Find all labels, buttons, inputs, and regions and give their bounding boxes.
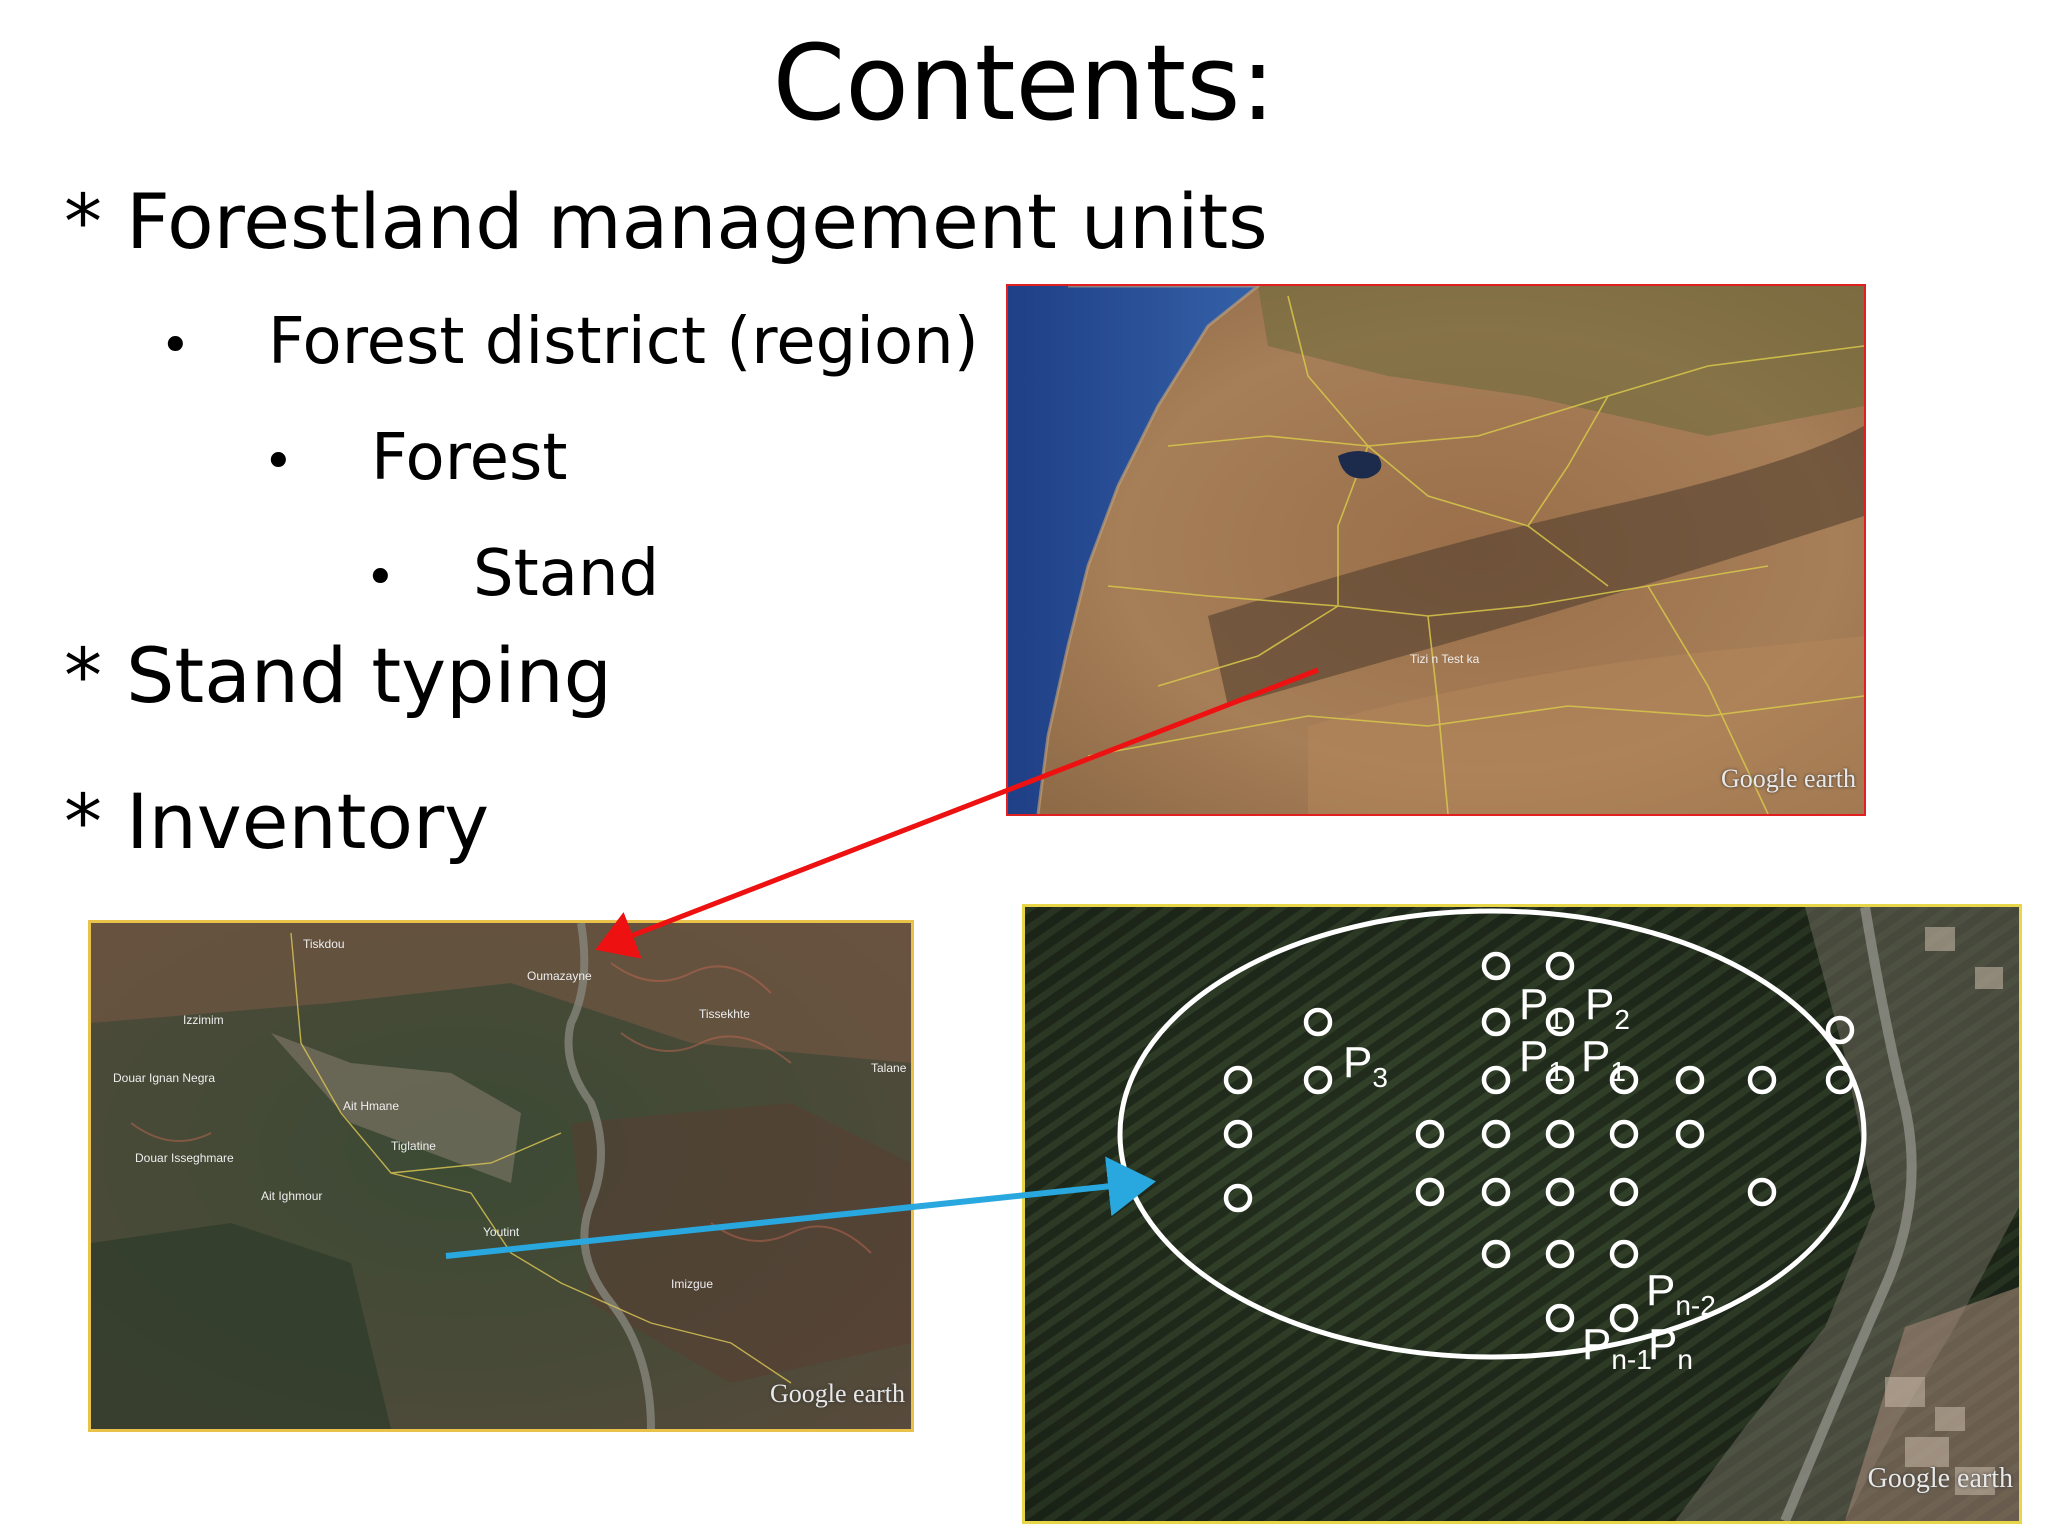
- sample-plot-circle: [1415, 1177, 1445, 1207]
- subitem-label: Forest: [371, 421, 568, 495]
- forest-label: Imizgue: [671, 1277, 714, 1291]
- plot-label: Pn-2: [1646, 1266, 1716, 1322]
- plot-label-main: P: [1519, 1032, 1549, 1081]
- outline-item-management-units: * Forestland management units: [64, 177, 1268, 266]
- forest-label: Tiskdou: [303, 937, 345, 951]
- sample-plot-circle: [1545, 1239, 1575, 1269]
- plot-label-main: P: [1582, 1320, 1612, 1369]
- forest-label: Ait Ighmour: [261, 1189, 323, 1203]
- sample-plot-circle: [1545, 951, 1575, 981]
- subitem-label: Forest district (region): [268, 305, 979, 379]
- sample-plot-circle: [1481, 1007, 1511, 1037]
- outline-subitem-stand: • Stand: [365, 534, 659, 618]
- bullet: •: [263, 432, 294, 492]
- sample-plot-circle: [1481, 1177, 1511, 1207]
- forest-satellite-map: Tiskdou Tissekhte Izzimim Oumazayne Doua…: [88, 920, 914, 1432]
- bullet: •: [365, 548, 396, 608]
- plot-label-main: P: [1585, 980, 1615, 1029]
- sample-plot-circle: [1747, 1065, 1777, 1095]
- sample-plot-circle: [1481, 1239, 1511, 1269]
- forest-label: Izzimim: [183, 1013, 224, 1027]
- sample-plot-circle: [1481, 1065, 1511, 1095]
- outline-subitem-forest: • Forest: [263, 418, 567, 502]
- forest-label: Talane: [871, 1061, 907, 1075]
- forest-label: Ait Hmane: [343, 1099, 400, 1113]
- sample-plot-circle: [1675, 1119, 1705, 1149]
- plot-label: Pn: [1648, 1320, 1693, 1376]
- plot-label-sub: n: [1677, 1344, 1693, 1375]
- plot-label-main: P: [1519, 980, 1549, 1029]
- plot-label-sub: 1: [1548, 1056, 1564, 1087]
- plot-label: P1: [1519, 1032, 1564, 1088]
- stand-boundary-ellipse: [1117, 908, 1867, 1360]
- slide-title: Contents:: [772, 22, 1276, 144]
- sample-plot-circle: [1545, 1119, 1575, 1149]
- sample-plot-circle: [1481, 1119, 1511, 1149]
- plot-label: Pn-1: [1582, 1320, 1652, 1376]
- sample-plot-grid: [1223, 951, 1855, 1333]
- plot-label: P1: [1519, 980, 1564, 1036]
- sample-plot-circle: [1609, 1119, 1639, 1149]
- sample-plot-circle: [1825, 1065, 1855, 1095]
- sample-plot-circle: [1303, 1065, 1333, 1095]
- plot-label-sub: 1: [1548, 1004, 1564, 1035]
- plot-label: P3: [1343, 1038, 1388, 1094]
- sample-plot-circle: [1223, 1065, 1253, 1095]
- sample-plot-circle: [1545, 1177, 1575, 1207]
- sample-plot-circle: [1675, 1065, 1705, 1095]
- plot-label-main: P: [1648, 1320, 1678, 1369]
- sample-plot-circle: [1609, 1239, 1639, 1269]
- sample-plot-circle: [1545, 1303, 1575, 1333]
- sample-plot-circle: [1223, 1119, 1253, 1149]
- plot-label-sub: n-2: [1675, 1290, 1716, 1321]
- outline-subitem-forest-district: • Forest district (region): [160, 302, 979, 386]
- google-earth-watermark: Google earth: [1867, 1463, 2013, 1494]
- sample-plot-circle: [1303, 1007, 1333, 1037]
- plot-label-sub: n-1: [1611, 1344, 1652, 1375]
- plot-label: P2: [1585, 980, 1630, 1036]
- plot-label-main: P: [1343, 1038, 1373, 1087]
- sample-plot-circle: [1609, 1177, 1639, 1207]
- sample-plot-circle: [1609, 1065, 1639, 1095]
- google-earth-watermark: Google earth: [1720, 764, 1856, 793]
- forest-label: Tissekhte: [699, 1007, 750, 1021]
- outline-item-inventory: * Inventory: [64, 777, 490, 866]
- forest-label: Oumazayne: [527, 969, 592, 983]
- sample-plot-circle: [1609, 1303, 1639, 1333]
- stand-satellite-map: Google earth: [1022, 904, 2022, 1524]
- forest-label: Douar Isseghmare: [135, 1151, 234, 1165]
- stand-terrain: [1025, 907, 2019, 1521]
- plot-label: P1: [1581, 1032, 1626, 1088]
- outline-item-stand-typing: * Stand typing: [64, 631, 612, 720]
- plot-label-sub: 3: [1372, 1062, 1388, 1093]
- forest-terrain: [91, 923, 911, 1429]
- bullet: •: [160, 316, 191, 376]
- plot-label-sub: 2: [1614, 1004, 1630, 1035]
- plot-label-sub: 1: [1610, 1056, 1626, 1087]
- google-earth-watermark: Google earth: [769, 1379, 905, 1408]
- plot-label-main: P: [1646, 1266, 1676, 1315]
- plot-label-main: P: [1581, 1032, 1611, 1081]
- region-label: Tizi n Test ka: [1410, 652, 1480, 666]
- forest-label: Tiglatine: [391, 1139, 436, 1153]
- sample-plot-circle: [1825, 1015, 1855, 1045]
- sample-plot-circle: [1415, 1119, 1445, 1149]
- sample-plot-circle: [1223, 1183, 1253, 1213]
- forest-label: Douar Ignan Negra: [113, 1071, 216, 1085]
- sample-plot-circle: [1481, 951, 1511, 981]
- sample-plot-circle: [1545, 1007, 1575, 1037]
- sample-plot-circle: [1545, 1065, 1575, 1095]
- subitem-label: Stand: [473, 537, 660, 611]
- sample-plot-circle: [1747, 1177, 1777, 1207]
